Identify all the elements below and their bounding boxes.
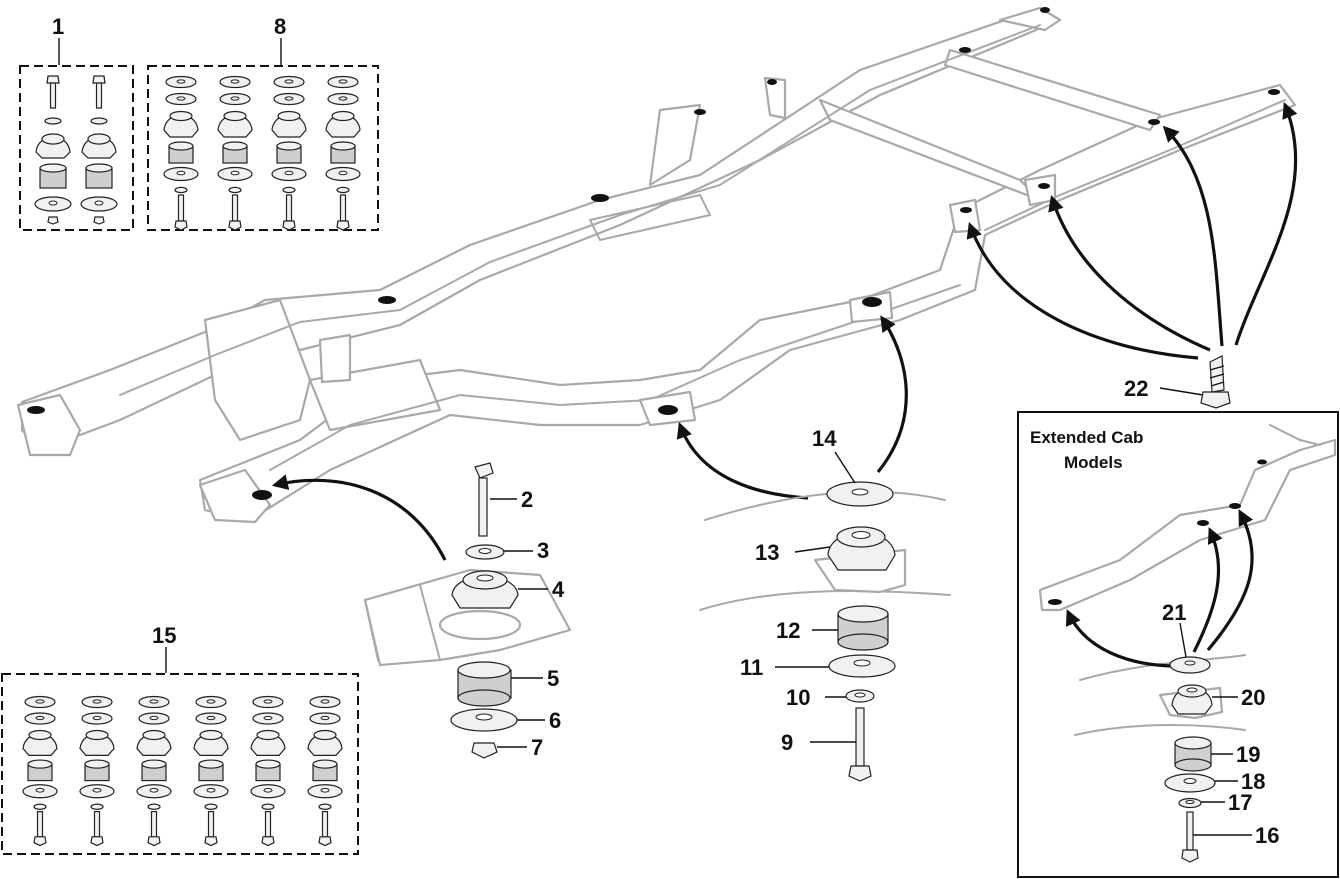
- center-mount-area: [699, 490, 951, 611]
- kit-stack: [136, 695, 172, 847]
- callout-22: 22: [1124, 376, 1148, 401]
- vehicle-frame: [16, 6, 1297, 524]
- inset-washer-17: [1178, 797, 1202, 809]
- washer-10: [845, 689, 875, 703]
- callout-4: 4: [552, 577, 565, 602]
- callout-labels: 2 3 4 5 6 7 9 10 11 12 13 14 22 1 8 15: [52, 14, 1148, 760]
- kit-1-parts: [34, 75, 118, 225]
- callout-5: 5: [547, 666, 559, 691]
- inset-bolt-16: [1181, 811, 1199, 863]
- upper-cushion-4: [451, 570, 519, 609]
- kit-box-15: [1, 673, 359, 855]
- callout-8: 8: [274, 14, 286, 39]
- bolt-22: [1200, 355, 1231, 409]
- extended-cab-inset: [1017, 411, 1339, 878]
- mount-arrows: [271, 102, 1298, 561]
- bolt-9: [848, 707, 872, 782]
- nut-7: [471, 742, 498, 759]
- front-mount-area: [363, 568, 572, 667]
- kit-15-parts: [22, 695, 343, 847]
- inset-cushion-20: [1171, 684, 1213, 715]
- inset-retainer-18: [1164, 773, 1216, 793]
- kit-box-8: [147, 65, 379, 231]
- kit-stack: [22, 695, 58, 847]
- kit-stack: [80, 75, 118, 225]
- kit-stack: [307, 695, 343, 847]
- callout-6: 6: [549, 708, 561, 733]
- callout-14: 14: [812, 426, 837, 451]
- leader-lines: [58, 38, 1204, 748]
- kit-8-parts: [163, 75, 361, 231]
- callout-2: 2: [521, 487, 533, 512]
- kit-stack: [79, 695, 115, 847]
- callout-10: 10: [786, 685, 810, 710]
- spacer-5: [457, 661, 512, 707]
- kit-stack: [34, 75, 72, 225]
- callout-19: 19: [1236, 742, 1260, 767]
- callout-16: 16: [1255, 823, 1279, 848]
- inset-title-line2: Models: [1064, 453, 1123, 472]
- kit-stack: [325, 75, 361, 231]
- retainer-6: [450, 708, 518, 732]
- callout-18: 18: [1241, 769, 1265, 794]
- upper-cushion-13: [827, 526, 896, 571]
- callout-20: 20: [1241, 685, 1265, 710]
- inset-arrows: [1065, 509, 1254, 668]
- callout-12: 12: [776, 618, 800, 643]
- kit-stack: [193, 695, 229, 847]
- inset-washer-21: [1169, 656, 1211, 674]
- callout-15: 15: [152, 623, 176, 648]
- bolt-2: [474, 462, 494, 537]
- washer-14: [826, 481, 894, 507]
- kit-stack: [163, 75, 199, 231]
- callout-11: 11: [740, 655, 763, 680]
- kit-stack: [271, 75, 307, 231]
- callout-17: 17: [1228, 790, 1252, 815]
- inset-leader-lines: [1179, 622, 1252, 836]
- inset-spacer-19: [1174, 736, 1212, 772]
- callout-1: 1: [52, 14, 64, 39]
- kit-stack: [250, 695, 286, 847]
- inset-title-line1: Extended Cab: [1030, 428, 1143, 447]
- kit-box-1: [19, 65, 134, 231]
- retainer-11: [828, 654, 896, 678]
- callout-9: 9: [781, 730, 793, 755]
- spacer-12: [837, 605, 889, 651]
- callout-3: 3: [537, 538, 549, 563]
- callout-13: 13: [755, 540, 779, 565]
- callout-21: 21: [1162, 600, 1186, 625]
- callout-7: 7: [531, 735, 543, 760]
- kit-stack: [217, 75, 253, 231]
- frame-mount-holes: [27, 7, 1280, 500]
